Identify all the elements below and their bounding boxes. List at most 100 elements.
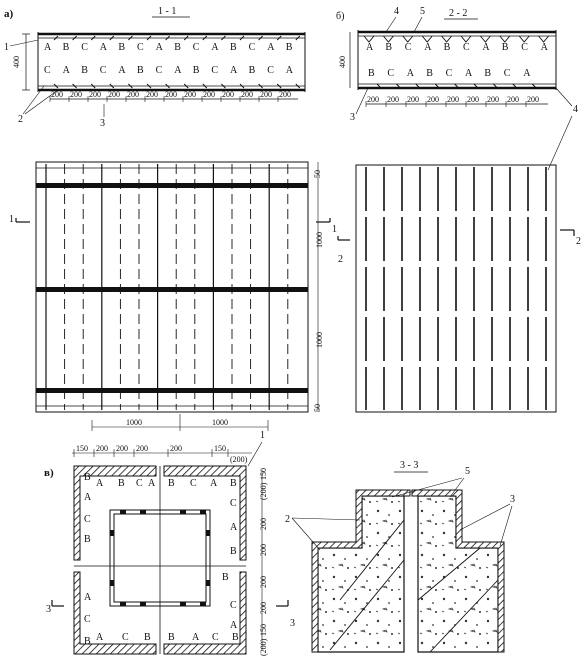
- letter-a-top: A: [44, 42, 52, 53]
- spacing-dim-a: 200: [222, 90, 234, 99]
- letter-v-right: B: [222, 572, 229, 583]
- letter-b-bottom: A: [407, 68, 415, 79]
- letter-b-bottom: A: [523, 68, 531, 79]
- letter-a-bottom: C: [44, 65, 51, 76]
- plan-a-boards: [36, 164, 308, 410]
- letter-a-top: A: [100, 42, 108, 53]
- slot-tick: [72, 35, 77, 41]
- letter-a-top: B: [63, 42, 70, 53]
- letter-a-top: C: [193, 42, 200, 53]
- detail-3-3: 3 - 3 2 5 3: [285, 460, 515, 653]
- slot-tick: [146, 35, 152, 41]
- callout-b-4-right: 4: [573, 104, 578, 115]
- plan-a-dim-1000-left: 1000: [126, 418, 142, 427]
- top-dim-v: 200: [96, 444, 108, 453]
- height-dim-a: 400: [12, 56, 21, 68]
- letter-b-top: A: [366, 42, 374, 53]
- letter-a-bottom: A: [63, 65, 71, 76]
- letter-b-bottom: B: [426, 68, 433, 79]
- slot-tick: [165, 83, 170, 89]
- slot-tick: [109, 35, 115, 41]
- letter-v-bottom: C: [122, 632, 129, 643]
- letter-v-right: A: [230, 620, 238, 631]
- slot-tick: [239, 83, 245, 89]
- letter-v-left: C: [84, 614, 91, 625]
- letter-a-bottom: C: [267, 65, 274, 76]
- slot-tick: [538, 35, 549, 43]
- letter-v-top: B: [230, 478, 237, 489]
- spacing-dim-a: 200: [89, 90, 101, 99]
- letter-v-right: C: [230, 600, 237, 611]
- top-dim-v: 200: [170, 444, 182, 453]
- letter-a-top: C: [249, 42, 256, 53]
- spacing-dim-a: 200: [241, 90, 253, 99]
- plan-a-dim-50-top: 50: [313, 170, 322, 178]
- slot-tick: [258, 35, 263, 41]
- slot-tick: [140, 602, 146, 606]
- plan-a-dim-1000-top: 1000: [315, 232, 324, 248]
- slot-tick: [183, 83, 189, 89]
- slot-tick: [276, 35, 282, 41]
- slot-tick: [200, 602, 206, 606]
- slot-tick: [363, 35, 375, 43]
- spacing-dim-a: 200: [260, 90, 272, 99]
- height-dim-b: 400: [338, 56, 347, 68]
- slot-tick: [499, 35, 511, 43]
- letter-b-top: A: [541, 42, 549, 53]
- right-dim-v-upper: 150: [259, 468, 268, 480]
- callout-a-2: 2: [18, 114, 23, 125]
- callout-d-5: 5: [465, 466, 470, 477]
- letter-v-right: A: [230, 522, 238, 533]
- letter-b-bottom: C: [446, 68, 453, 79]
- spacing-dim-a: 200: [279, 90, 291, 99]
- letter-v-top: B: [118, 478, 125, 489]
- spacing-dim-b: 200: [467, 95, 479, 104]
- slot-tick: [460, 35, 472, 43]
- letter-b-bottom: B: [484, 68, 491, 79]
- callout-b-4-top: 4: [394, 6, 399, 17]
- letter-a-bottom: B: [81, 65, 88, 76]
- letter-a-top: A: [211, 42, 219, 53]
- slot-tick: [480, 35, 491, 43]
- cut-mark-1-left: 1: [9, 214, 14, 225]
- right-dim-v-lower: 200: [259, 576, 268, 588]
- section-title-1-1: 1 - 1: [158, 6, 176, 17]
- letter-b-top: B: [385, 42, 392, 53]
- letter-v-top: A: [148, 478, 156, 489]
- spacing-dim-b: 200: [407, 95, 419, 104]
- letter-v-bottom: A: [192, 632, 200, 643]
- letter-v-bottom: B: [144, 632, 151, 643]
- callout-d-3: 3: [510, 494, 515, 505]
- letter-v-top: A: [210, 478, 218, 489]
- letter-a-bottom: A: [174, 65, 182, 76]
- slot-tick: [396, 83, 401, 89]
- slot-tick: [402, 35, 414, 43]
- slot-tick: [421, 35, 433, 43]
- panel-b-plan: 2 2: [337, 164, 581, 413]
- top-dim-v: 150: [76, 444, 88, 453]
- slot-tick: [295, 35, 301, 41]
- spacing-dim-a: 200: [51, 90, 63, 99]
- spacing-dim-a: 200: [108, 90, 120, 99]
- spacing-dim-b: 200: [527, 95, 539, 104]
- letter-v-top: A: [96, 478, 104, 489]
- cut-mark-2-right: 2: [576, 236, 581, 247]
- spacing-dim-b: 200: [447, 95, 459, 104]
- letter-a-top: B: [230, 42, 237, 53]
- slot-tick: [258, 83, 263, 89]
- letter-v-left: B: [84, 534, 91, 545]
- slot-tick: [90, 83, 96, 89]
- slot-tick: [165, 35, 170, 41]
- letter-b-top: C: [521, 42, 528, 53]
- letter-a-bottom: A: [230, 65, 238, 76]
- callout-d-2: 2: [285, 514, 290, 525]
- slot-tick: [531, 83, 537, 89]
- callout-b-3: 3: [350, 112, 355, 123]
- slot-tick: [200, 510, 206, 514]
